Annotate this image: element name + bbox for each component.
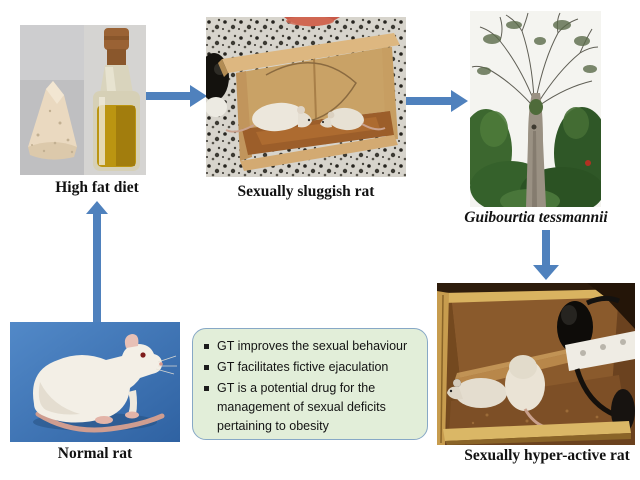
info-bullet: GT is a potential drug for the managemen… — [201, 379, 419, 436]
caption-sluggish-rat: Sexually sluggish rat — [237, 183, 375, 200]
info-bullet-text: GT facilitates fictive ejaculation — [217, 360, 389, 374]
arrow-up-icon — [85, 201, 109, 327]
info-bullet-text: GT improves the sexual behaviour — [217, 339, 408, 353]
arrow-right-icon — [146, 84, 207, 113]
caption-tree: Guibourtia tessmannii — [464, 209, 608, 226]
info-bullet: GT facilitates fictive ejaculation — [201, 358, 419, 377]
caption-high-fat-diet: High fat diet — [55, 179, 139, 196]
bullet-square-icon — [204, 365, 209, 370]
info-bullet-list: GT improves the sexual behaviour GT faci… — [201, 337, 419, 436]
bullet-square-icon — [204, 386, 209, 391]
info-bullet-text: GT is a potential drug for the managemen… — [217, 381, 386, 433]
caption-normal-rat: Normal rat — [57, 445, 133, 462]
photo-sluggish-rat — [206, 17, 406, 177]
info-bullet: GT improves the sexual behaviour — [201, 337, 419, 356]
photo-normal-rat — [10, 322, 180, 442]
caption-hyper-rat: Sexually hyper-active rat — [464, 447, 630, 464]
arrow-right-icon — [406, 89, 468, 118]
bullet-square-icon — [204, 344, 209, 349]
arrow-down-icon — [532, 230, 560, 285]
photo-tree — [470, 11, 601, 207]
photo-high-fat-diet — [20, 25, 146, 175]
photo-hyper-rat — [437, 283, 635, 445]
info-box: GT improves the sexual behaviour GT faci… — [192, 328, 428, 440]
